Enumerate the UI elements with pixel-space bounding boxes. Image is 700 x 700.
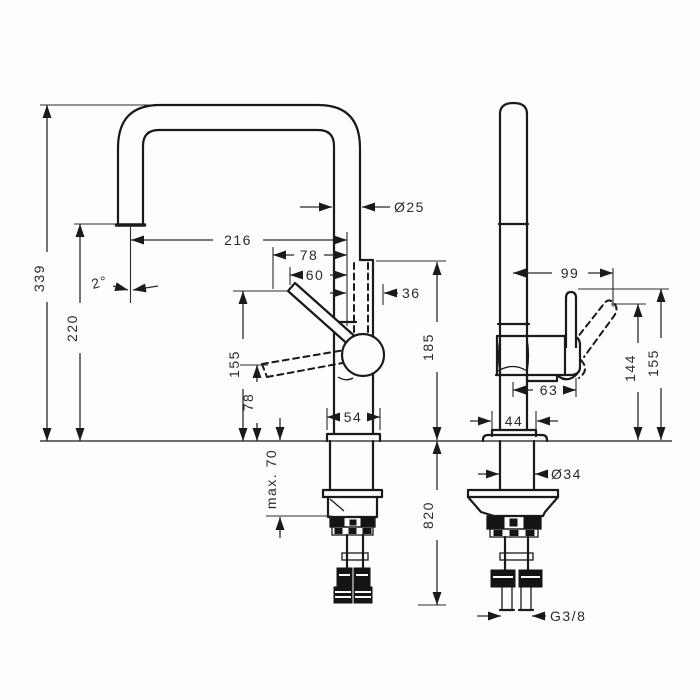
side-dimensions: 99 144 155 63 44 Ø34: [470, 265, 669, 624]
dim-label-max-counter-thickness: max. 70: [263, 449, 279, 509]
dim-label-lever-proj-up: 78: [300, 247, 319, 263]
ball-joint: [340, 332, 386, 378]
dim-label-shank-diameter: Ø34: [551, 466, 582, 482]
front-mounting-hardware: [321, 439, 384, 604]
dim-label-hose-length: 820: [420, 501, 436, 529]
dim-label-body-height: 185: [420, 333, 436, 361]
dim-label-handle-reach: 99: [561, 265, 580, 281]
dim-label-spout-height: 220: [64, 314, 80, 342]
dim-label-base-depth: 44: [505, 413, 524, 429]
dim-label-base-width: 54: [344, 409, 363, 425]
riser-pipe: [498, 101, 529, 432]
lever-down-dashed: [261, 349, 346, 365]
spout-outline-inner: [141, 128, 336, 435]
side-mounting-hardware: [466, 439, 560, 612]
dim-label-connection-thread: G3/8: [550, 608, 586, 624]
front-view: 339 220 2° 216 78 60: [31, 103, 672, 606]
dim-label-height-total: 339: [31, 264, 47, 292]
dim-label-body-offset: 36: [402, 285, 421, 301]
dim-label-spout-diameter: Ø25: [394, 199, 425, 215]
lever-up: [286, 281, 361, 350]
dim-label-spout-angle: 2°: [90, 272, 110, 292]
front-dimensions: 339 220 2° 216 78 60: [31, 105, 446, 606]
dim-label-lever-height-down: 78: [240, 393, 256, 412]
handle-tilted-dashed: [572, 299, 618, 358]
body-right-edge: [358, 258, 375, 435]
base-flange: [325, 432, 382, 443]
spout-outline-outer: [116, 103, 362, 262]
escutcheon: [490, 428, 538, 438]
dim-label-handle-height-tilted: 144: [622, 354, 638, 382]
dim-label-handle-height-up: 155: [645, 349, 661, 377]
handle-upright: [564, 290, 578, 348]
dim-label-spout-reach: 216: [224, 232, 252, 248]
side-base-flange: [481, 433, 549, 443]
side-view: 99 144 155 63 44 Ø34: [466, 101, 669, 624]
dim-label-lever-height-up: 155: [226, 350, 242, 378]
dim-label-lever-proj-mid: 60: [306, 267, 325, 283]
handle-hinge: [555, 372, 579, 381]
dim-label-handle-offset: 63: [540, 382, 559, 398]
